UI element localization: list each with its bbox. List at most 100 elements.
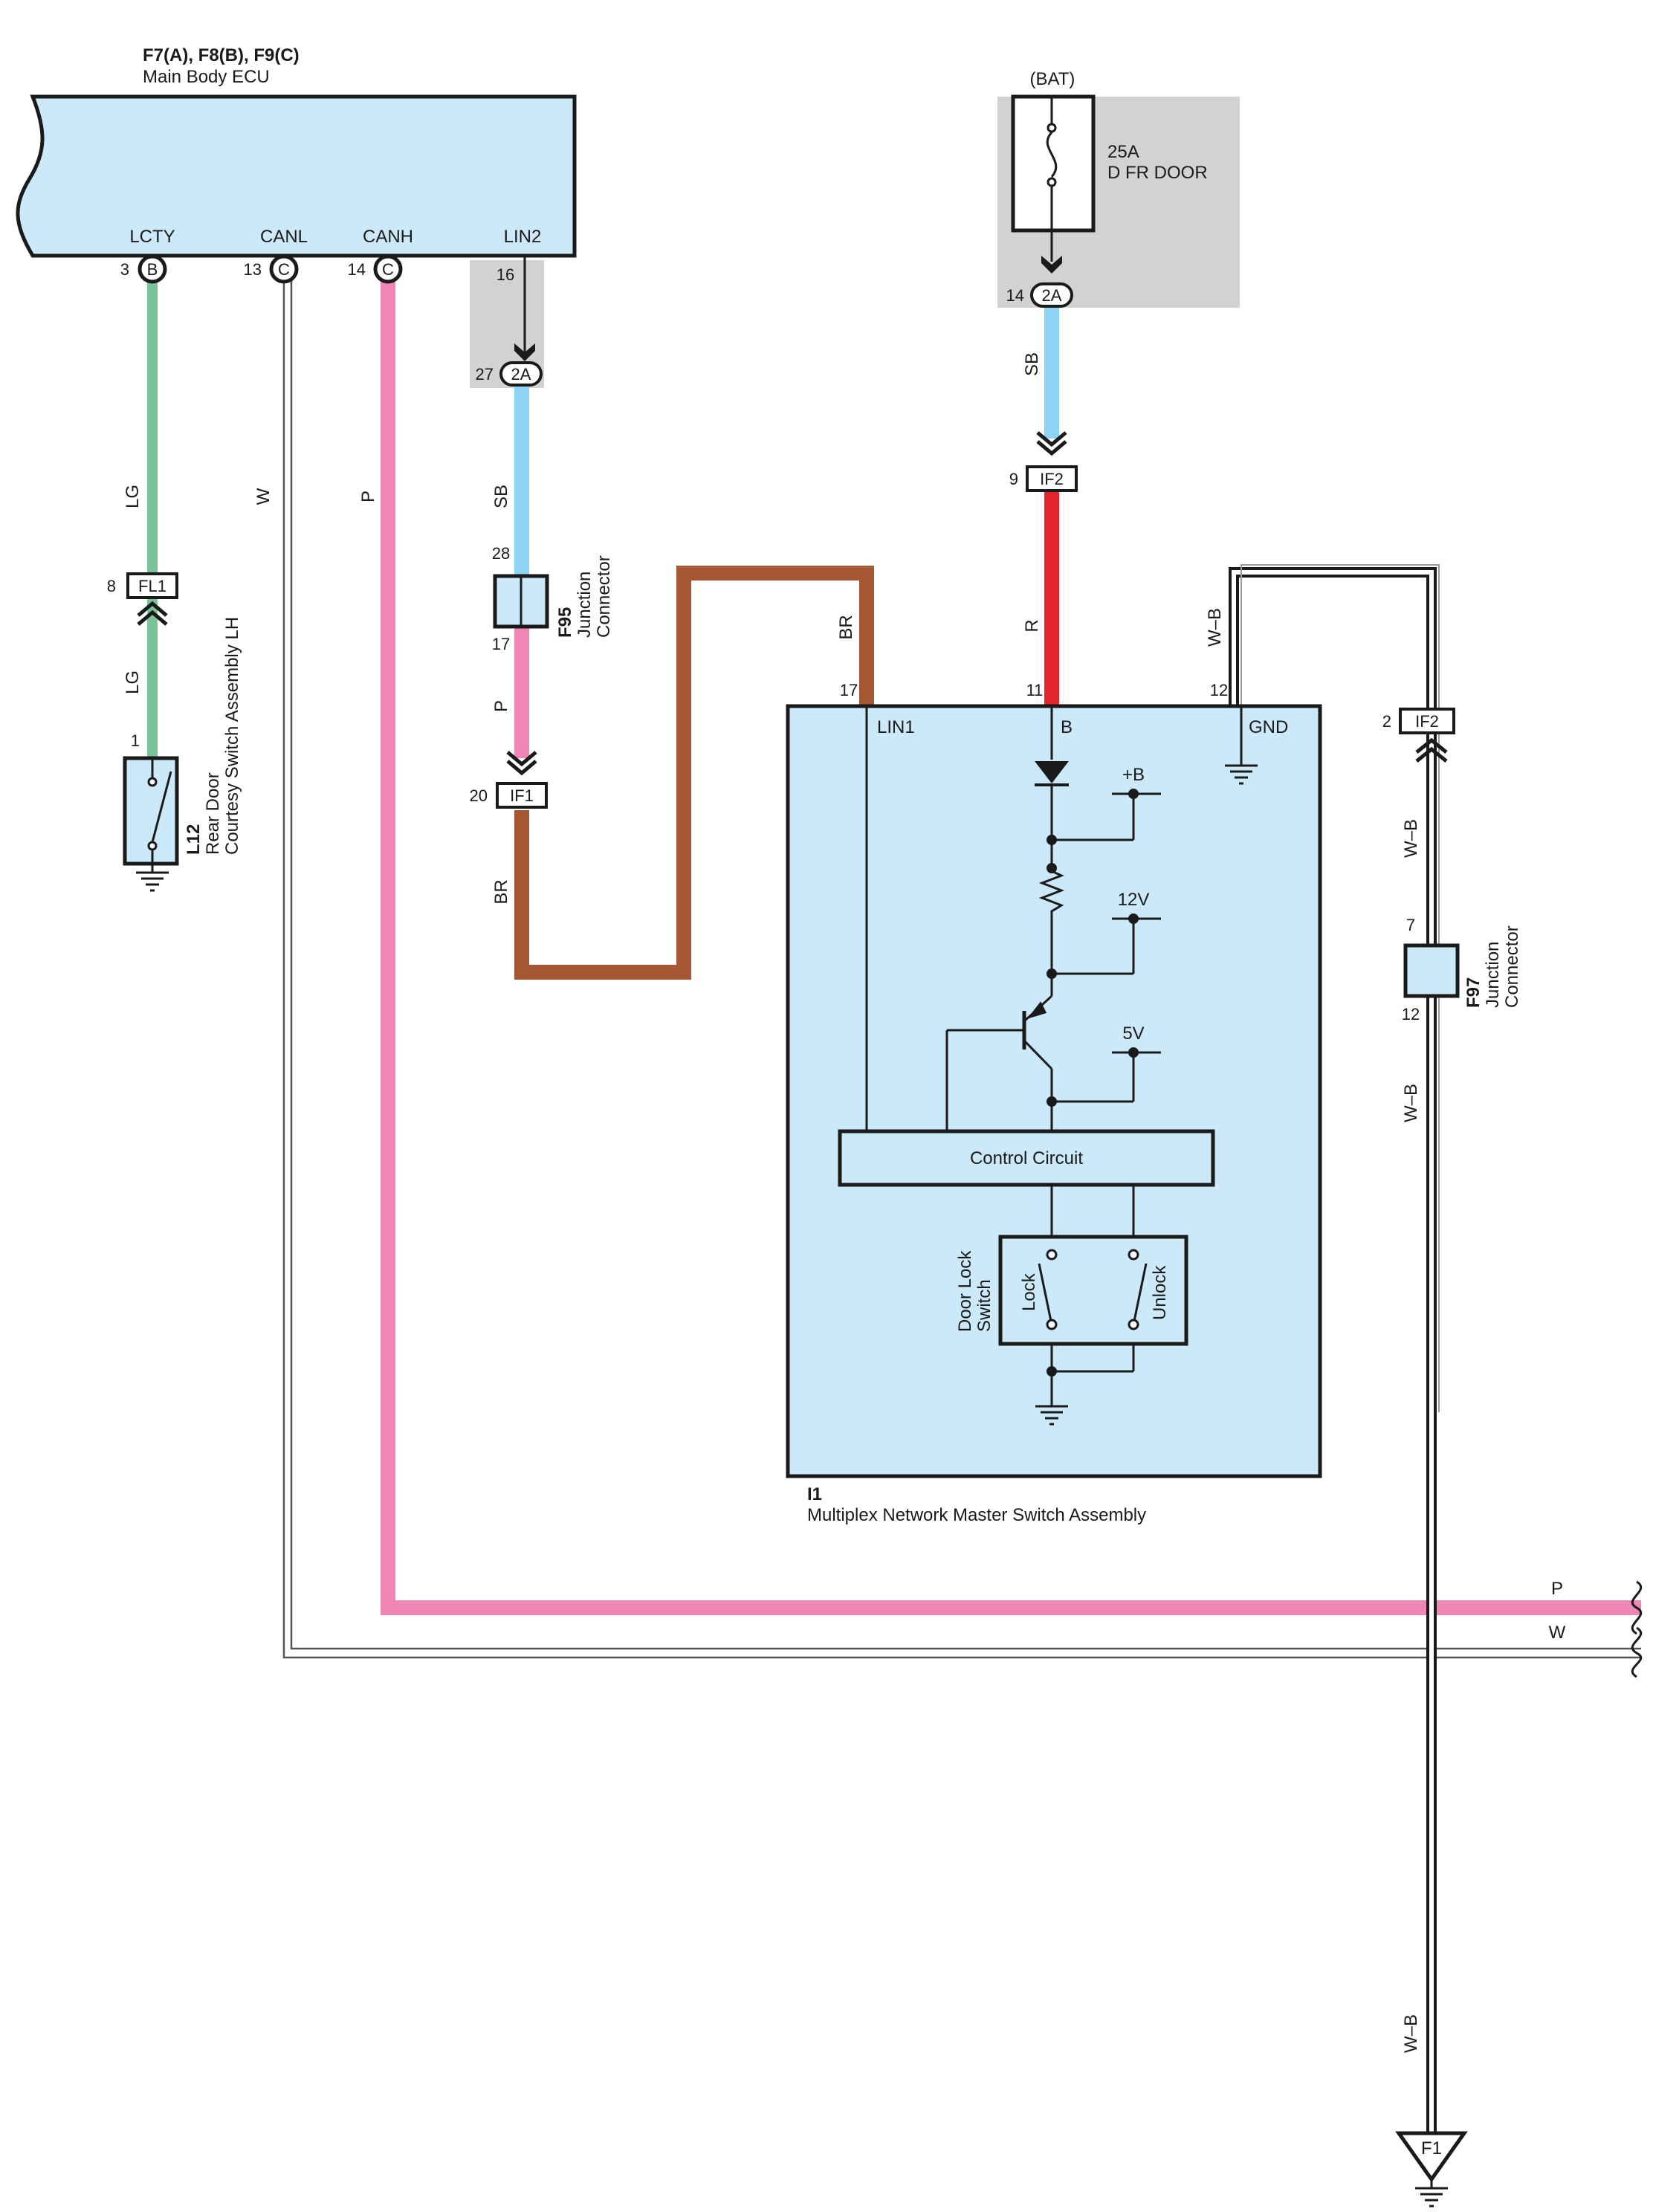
if2-right-connector: IF2 2 bbox=[1382, 708, 1455, 763]
lin2-connector-2a: 2A 27 bbox=[476, 343, 543, 387]
i1-12v: 12V bbox=[1118, 890, 1150, 910]
ecu-pin-canh: CANH bbox=[363, 227, 413, 247]
svg-text:2A: 2A bbox=[1042, 286, 1062, 305]
lock-label: Lock bbox=[1019, 1272, 1039, 1311]
f97-name-line1: Junction bbox=[1483, 942, 1503, 1008]
fuse-icon bbox=[1011, 94, 1096, 262]
wire-label-p-f95: P bbox=[491, 700, 511, 712]
ground-icon bbox=[1414, 2178, 1449, 2208]
i1-master-switch-box bbox=[786, 704, 1322, 1478]
ecu-terminal-lcty: B 3 bbox=[120, 254, 167, 284]
wire-br bbox=[514, 566, 874, 980]
l12-name-line2: Courtesy Switch Assembly LH bbox=[222, 617, 242, 855]
i1-pin-gnd-num: 12 bbox=[1210, 681, 1228, 699]
i1-pin-b-num: 11 bbox=[1026, 681, 1044, 699]
i1-pin-gnd: GND bbox=[1249, 717, 1288, 737]
door-lock-switch bbox=[998, 1235, 1188, 1346]
wire-label-wb-a: W–B bbox=[1401, 819, 1421, 858]
svg-text:8: 8 bbox=[107, 577, 116, 595]
wire-label-p-right: P bbox=[1551, 1579, 1563, 1599]
wire-label-p: P bbox=[358, 491, 378, 502]
diode-icon bbox=[1035, 761, 1069, 786]
i1-junction-dots bbox=[1047, 789, 1139, 1377]
door-lock-label-line2: Switch bbox=[974, 1279, 994, 1332]
fuse-rating: 25A bbox=[1107, 142, 1139, 162]
bat-connector-2a: 2A 14 bbox=[1006, 256, 1073, 308]
svg-text:FL1: FL1 bbox=[138, 577, 166, 595]
i1-pin-lin1: LIN1 bbox=[877, 717, 915, 737]
i1-id: I1 bbox=[807, 1484, 822, 1504]
svg-text:IF1: IF1 bbox=[510, 786, 534, 805]
f95-pin-top: 28 bbox=[492, 544, 510, 563]
main-body-ecu bbox=[16, 94, 577, 258]
wire-label-w: W bbox=[253, 488, 274, 505]
ecu-pin-lin2: LIN2 bbox=[504, 227, 542, 247]
f97-name-line2: Connector bbox=[1502, 925, 1522, 1008]
svg-text:2A: 2A bbox=[511, 365, 531, 384]
i1-plus-b: +B bbox=[1122, 765, 1145, 785]
wire-w-inner bbox=[290, 275, 1641, 1650]
transistor-icon bbox=[1022, 995, 1053, 1070]
wire-label-lg-b: LG bbox=[123, 670, 143, 694]
f95-id: F95 bbox=[555, 607, 575, 638]
svg-text:C: C bbox=[382, 260, 394, 279]
f95-name-line1: Junction bbox=[575, 572, 595, 638]
control-circuit-label: Control Circuit bbox=[970, 1148, 1083, 1168]
i1-pin-lin1-num: 17 bbox=[840, 681, 858, 699]
ecu-pin-lcty: LCTY bbox=[129, 227, 175, 247]
wire-label-wb-c: W–B bbox=[1401, 2014, 1421, 2053]
f97-id: F97 bbox=[1463, 977, 1484, 1008]
svg-text:2: 2 bbox=[1382, 712, 1391, 731]
svg-text:IF2: IF2 bbox=[1415, 712, 1439, 731]
resistor-icon bbox=[1038, 868, 1065, 916]
wire-label-w-right: W bbox=[1549, 1623, 1566, 1643]
l12-courtesy-switch bbox=[123, 756, 179, 866]
control-circuit-box bbox=[838, 1129, 1215, 1187]
svg-text:14: 14 bbox=[1006, 286, 1024, 305]
f95-name-line2: Connector bbox=[594, 555, 614, 638]
ecu-lin2-pin-number: 16 bbox=[496, 265, 514, 284]
ground-point-f1: F1 bbox=[1395, 2131, 1468, 2183]
i1-pin-b: B bbox=[1061, 717, 1073, 737]
i1-internal-wiring bbox=[865, 706, 1243, 1397]
wire-label-lg-a: LG bbox=[123, 485, 143, 508]
svg-text:F1: F1 bbox=[1421, 2138, 1442, 2158]
svg-text:27: 27 bbox=[476, 365, 494, 384]
ecu-terminal-canl: C 13 bbox=[244, 254, 299, 284]
ground-icon bbox=[135, 862, 170, 892]
svg-text:20: 20 bbox=[470, 786, 488, 805]
wire-label-br-b: BR bbox=[836, 615, 856, 639]
f95-junction-connector bbox=[493, 574, 549, 629]
wire-label-r: R bbox=[1022, 619, 1042, 632]
wire-p bbox=[381, 275, 1641, 1615]
bat-label: (BAT) bbox=[1030, 69, 1075, 89]
f97-junction-connector bbox=[1403, 943, 1460, 998]
fl1-connector: FL1 8 bbox=[107, 572, 178, 626]
switch-icon bbox=[1038, 1249, 1148, 1330]
door-lock-label-line1: Door Lock bbox=[955, 1250, 975, 1332]
svg-text:3: 3 bbox=[120, 260, 129, 279]
if2-top-connector: IF2 9 bbox=[1009, 431, 1078, 492]
f97-pin-bottom: 12 bbox=[1402, 1005, 1420, 1023]
fuse-name: D FR DOOR bbox=[1107, 163, 1208, 183]
l12-pin: 1 bbox=[131, 731, 140, 750]
wire-label-sb-lin: SB bbox=[491, 485, 511, 508]
ecu-pin-canl: CANL bbox=[260, 227, 308, 247]
svg-text:9: 9 bbox=[1009, 470, 1018, 488]
f95-pin-bottom: 17 bbox=[492, 635, 510, 653]
l12-name-line1: Rear Door bbox=[203, 772, 223, 855]
ecu-terminal-canh: C 14 bbox=[348, 254, 403, 284]
ecu-name-label: Main Body ECU bbox=[143, 67, 270, 87]
wire-label-br-a: BR bbox=[491, 879, 511, 904]
svg-text:B: B bbox=[147, 260, 158, 279]
i1-5v: 5V bbox=[1122, 1023, 1144, 1044]
svg-text:C: C bbox=[278, 260, 290, 279]
unlock-label: Unlock bbox=[1150, 1265, 1170, 1320]
wire-w bbox=[282, 275, 1641, 1659]
i1-name: Multiplex Network Master Switch Assembly bbox=[807, 1505, 1146, 1525]
wire-label-wb-b: W–B bbox=[1401, 1084, 1421, 1122]
f97-pin-top: 7 bbox=[1406, 916, 1415, 934]
wire-label-sb-bat: SB bbox=[1022, 352, 1042, 376]
l12-id: L12 bbox=[184, 824, 204, 855]
